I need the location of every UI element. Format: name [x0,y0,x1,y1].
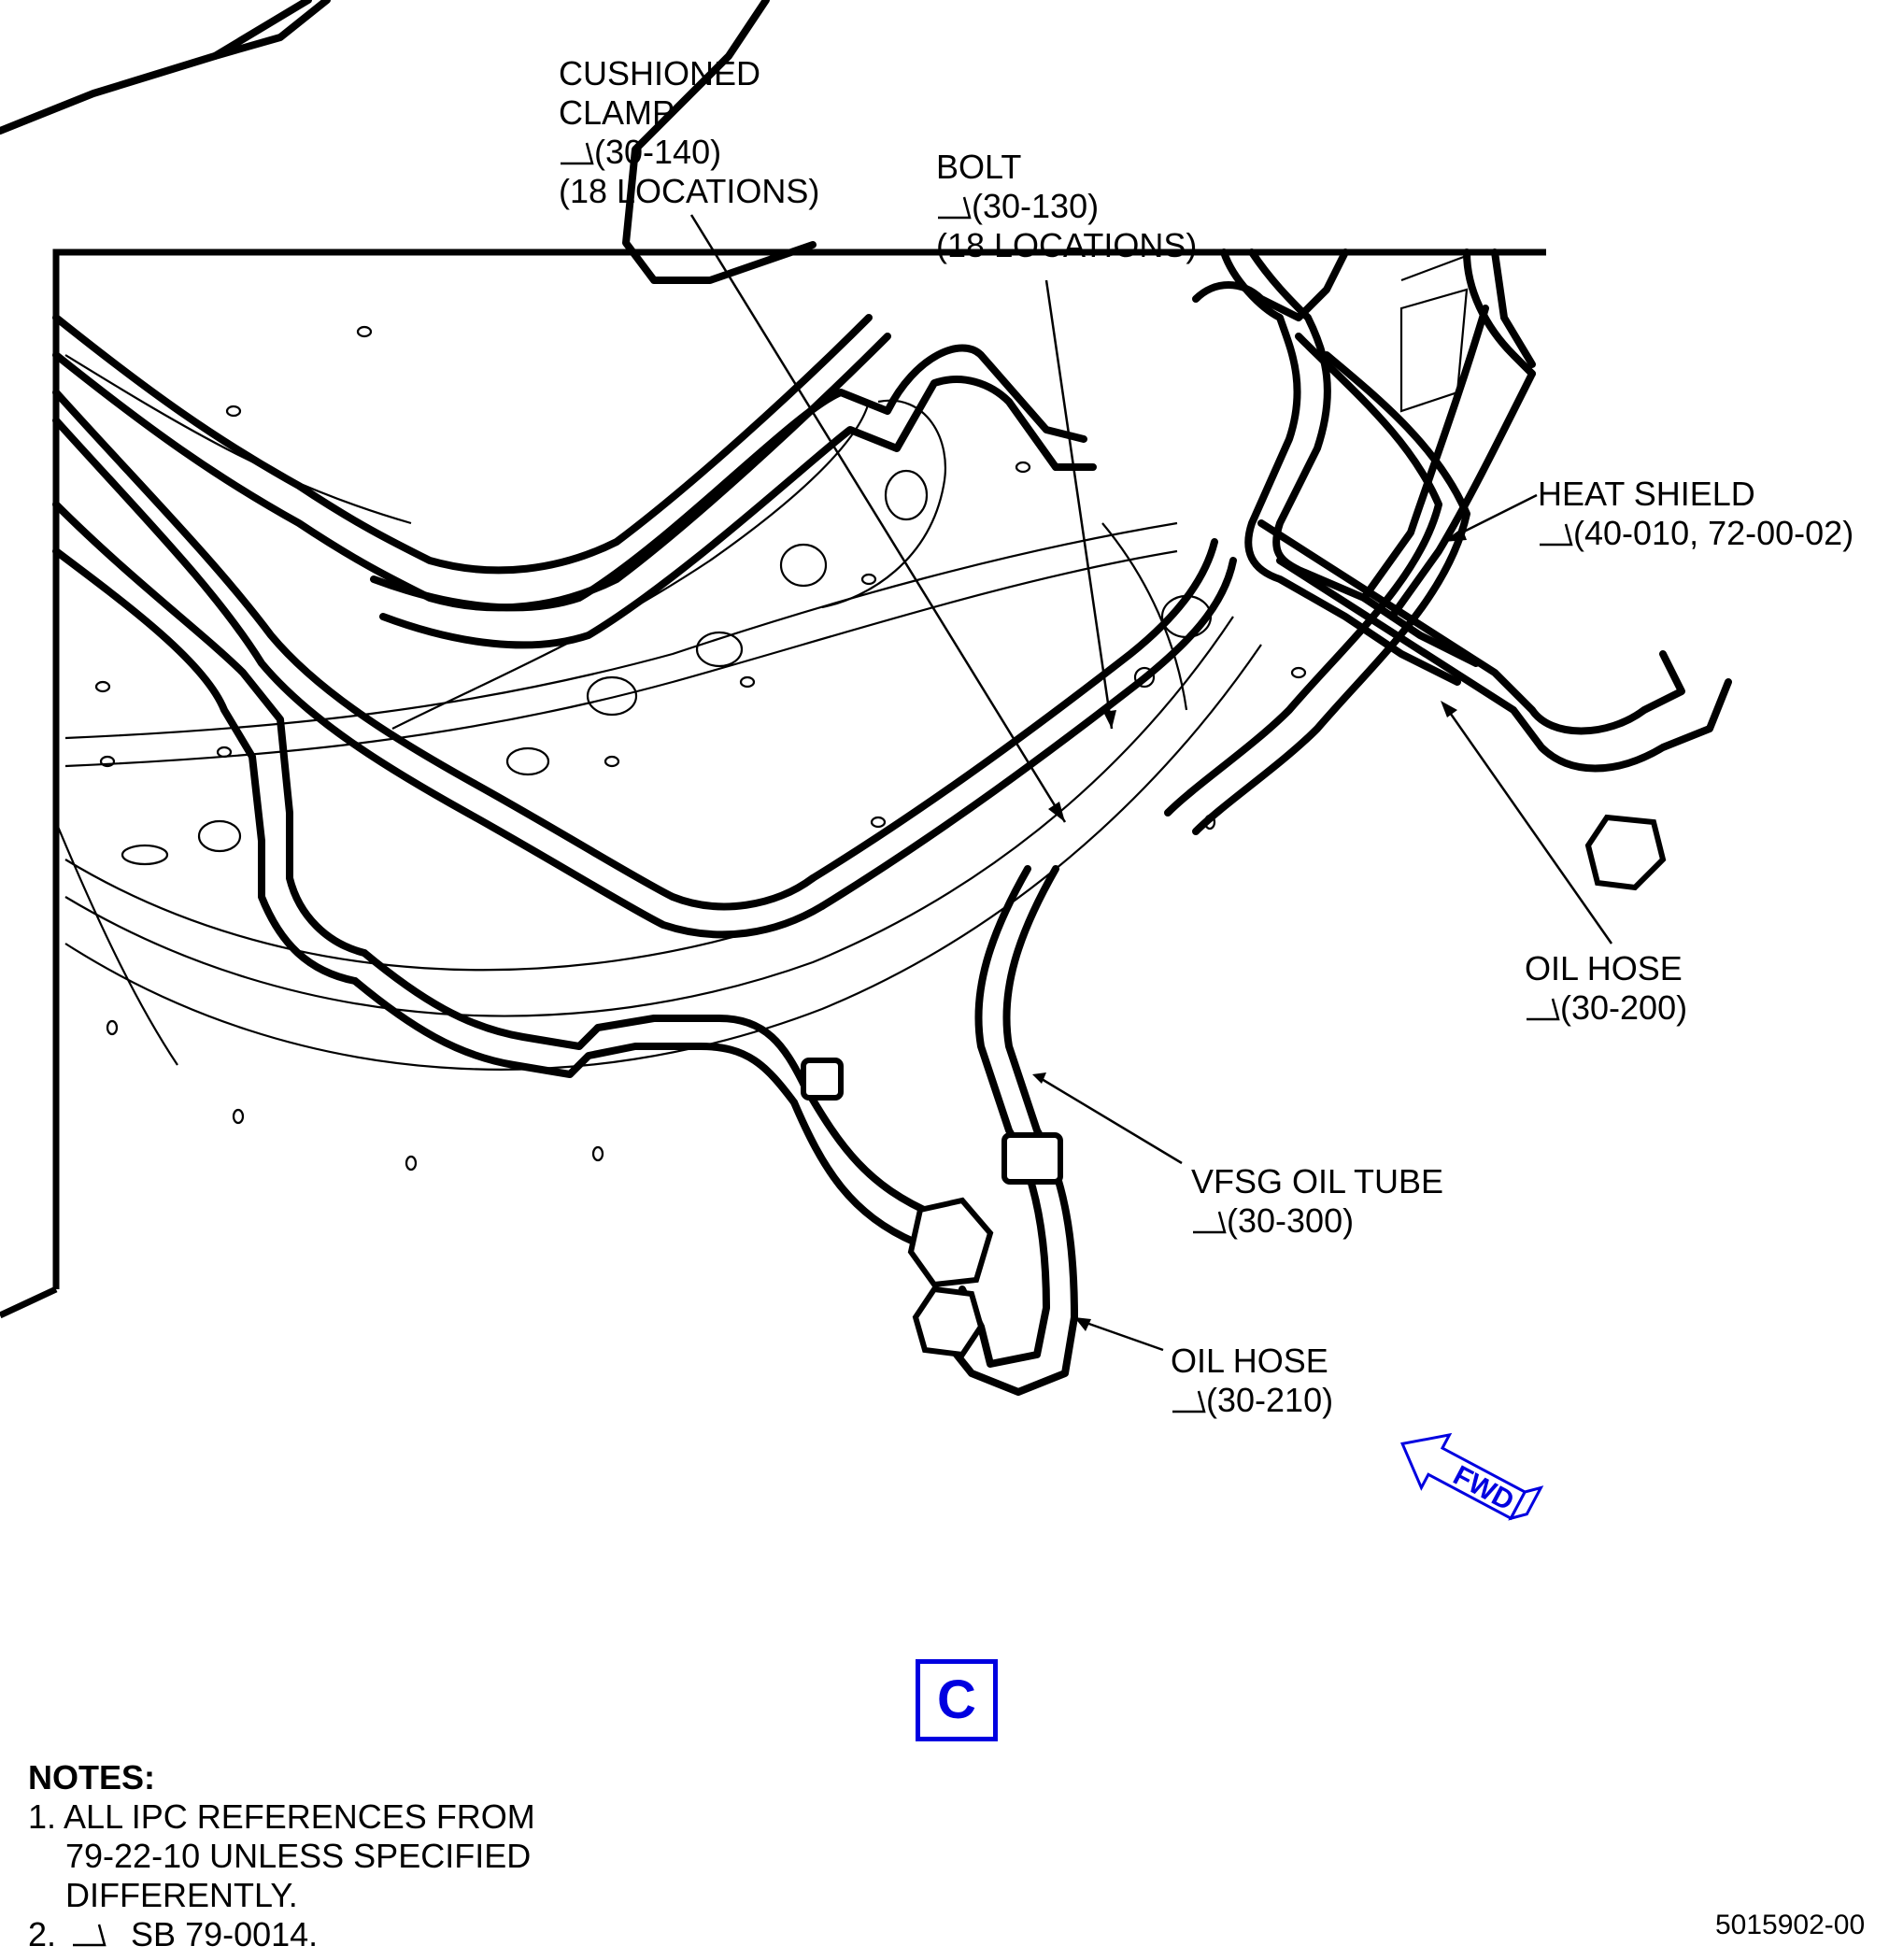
reference-triangle-icon [1172,1390,1206,1413]
oil-tubes-and-hoses [0,0,1732,1396]
callout-ref: (30-210) [1206,1381,1334,1419]
callout-text-line1: HEAT SHIELD [1538,475,1755,513]
view-frame [0,249,1546,1319]
callout-text-line1: OIL HOSE [1525,949,1683,987]
callout-cushioned-clamp: CUSHIONED CLAMP (30-140) (18 LOCATIONS) [559,54,819,211]
callout-qty: (18 LOCATIONS) [559,172,820,210]
notes-block: NOTES: 1. ALL IPC REFERENCES FROM 79-22-… [28,1758,535,1954]
callout-ref: (40-010, 72-00-02) [1573,514,1854,552]
reference-triangle-icon [1527,998,1560,1021]
notes-line-text: 2. SB 79-0014. [28,1915,319,1953]
callout-ref: (30-200) [1560,988,1688,1027]
reference-triangle-icon [1193,1211,1227,1234]
callout-text-line1: BOLT [936,148,1022,186]
callout-ref: (30-130) [972,187,1100,225]
reference-triangle-icon [938,196,972,220]
callout-text-line1: OIL HOSE [1171,1342,1328,1380]
document-number: 5015902-00 [1715,1910,1866,1940]
leader-lines [689,214,1613,1352]
view-label-box: C [916,1659,998,1741]
reference-triangle-icon [1540,523,1573,547]
callout-vfsg-oil-tube: VFSG OIL TUBE (30-300) [1191,1162,1443,1241]
callout-qty: (18 LOCATIONS) [936,226,1198,264]
notes-heading: NOTES: [28,1758,156,1797]
callout-bolt: BOLT (30-130) (18 LOCATIONS) [936,148,1197,265]
notes-line: 1. ALL IPC REFERENCES FROM [28,1797,535,1836]
callout-oil-hose-210: OIL HOSE (30-210) [1171,1342,1333,1420]
reference-triangle-icon [561,142,594,165]
reference-triangle-icon [73,1924,107,1947]
callout-ref: (30-140) [594,133,722,171]
callout-ref: (30-300) [1227,1201,1355,1240]
callout-text-line1: VFSG OIL TUBE [1191,1162,1444,1200]
engine-case-structure [54,250,1477,1071]
fwd-arrow-icon: FWD [1399,1432,1544,1521]
notes-line: DIFFERENTLY. [28,1876,298,1914]
hose-fittings [801,814,1667,1358]
callout-text-line1: CUSHIONED [559,54,761,92]
notes-line: 79-22-10 UNLESS SPECIFIED [28,1837,532,1875]
callout-oil-hose-200: OIL HOSE (30-200) [1525,949,1687,1028]
leader-arrowheads [1032,528,1467,1331]
view-label: C [937,1669,976,1730]
callout-text-line2: CLAMP [559,93,675,132]
callout-heat-shield: HEAT SHIELD (40-010, 72-00-02) [1538,475,1853,553]
notes-line: 2. SB 79-0014. [28,1915,535,1954]
